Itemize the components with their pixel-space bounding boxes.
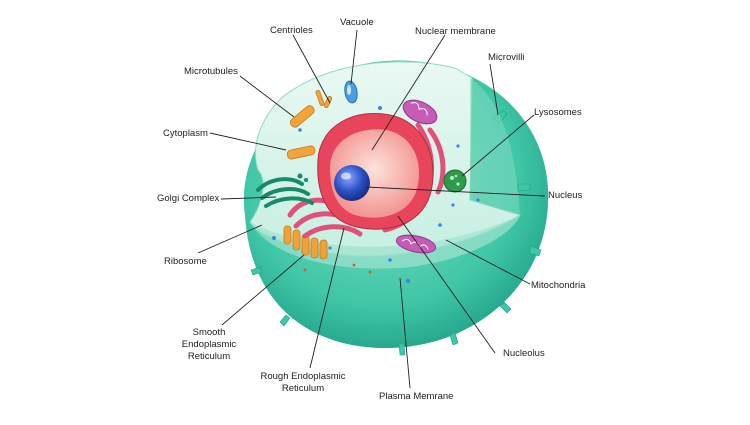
leader-nucleolus [397, 215, 496, 354]
label-smooth-er: Smooth Endoplasmic Reticulum [181, 327, 237, 362]
label-vacuole: Vacuole [340, 17, 374, 28]
leader-mitochondria [445, 239, 531, 285]
label-cytoplasm: Cytoplasm [163, 128, 208, 139]
label-nucleus: Nucleus [548, 190, 583, 201]
leader-plasma-membrane [399, 277, 411, 389]
label-golgi-complex: Golgi Complex [157, 193, 220, 204]
leader-smooth-er [221, 254, 305, 326]
label-lysosomes: Lysosomes [534, 107, 582, 118]
leader-microtubules [239, 75, 295, 118]
smooth-er-shape [283, 225, 328, 260]
leader-centrioles [292, 34, 331, 104]
leader-cytoplasm [209, 132, 287, 151]
label-plasma-membrane: Plasma Memrane [379, 391, 454, 402]
label-nucleolus: Nucleolus [503, 348, 545, 359]
leader-lysosomes [461, 114, 535, 177]
mitochondrion-top-shape [402, 99, 438, 125]
label-rough-er: Rough Endoplasmic Reticulum [260, 371, 346, 394]
leader-lines [197, 29, 546, 389]
leader-rough-er [309, 227, 345, 369]
ribosome-dots [272, 106, 480, 283]
label-mitochondria: Mitochondria [531, 280, 586, 291]
leader-nuclear-membrane [371, 34, 446, 151]
label-ribosome: Ribosome [164, 256, 207, 267]
vacuole-shape [344, 80, 358, 104]
leader-nucleus [365, 186, 546, 197]
golgi-shape [256, 173, 314, 208]
microtubule-shape [286, 89, 333, 160]
label-nuclear-membrane: Nuclear membrane [415, 26, 496, 37]
leader-golgi [220, 196, 277, 200]
leader-ribosome [197, 224, 263, 254]
nucleolus-shape [334, 165, 370, 201]
label-microtubules: Microtubules [184, 66, 238, 77]
label-centrioles: Centrioles [270, 25, 313, 36]
leader-microvilli [489, 63, 499, 116]
nucleus-shape [317, 113, 434, 230]
lysosome-shape [443, 169, 467, 193]
leader-vacuole [350, 29, 358, 85]
mitochondrion-bottom-shape [395, 234, 437, 254]
label-microvilli: Microvilli [488, 52, 525, 63]
